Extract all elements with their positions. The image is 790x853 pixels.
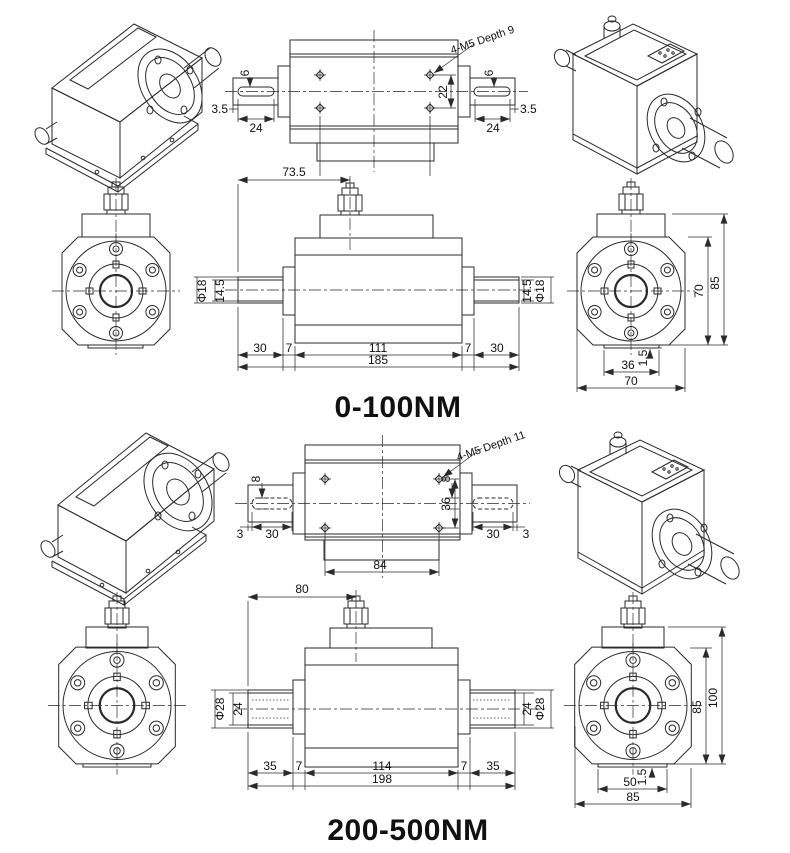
dim-u1-foot-w: 36 [621, 358, 635, 372]
dim-u1-foot-step: 1.5 [636, 349, 650, 366]
dim-u2-step-right: 7 [461, 759, 468, 773]
unit2-iso-right [556, 432, 742, 594]
note-u1-m5-holes: 4-M5 Depth 9 [449, 24, 516, 57]
dim-u2-foot-step: 1.5 [635, 768, 649, 785]
unit1-iso-right [551, 16, 736, 174]
dim-u2-shaft-len-left: 35 [263, 759, 277, 773]
dim-u1-hole-spacing-h: 73.5 [282, 165, 306, 179]
unit1-front-right: 70 85 1.5 36 70 [567, 178, 728, 392]
dim-u2-keyway-length-right: 30 [486, 527, 500, 541]
unit1-iso-left [32, 24, 224, 192]
title-unit1: 0-100NM [335, 391, 462, 424]
dim-u1-shaft-dia-right: Φ18 [533, 279, 547, 302]
dim-u1-step-left: 7 [286, 341, 293, 355]
dim-u2-shaft-dia-left: Φ28 [213, 697, 227, 720]
title-unit2: 200-500NM [327, 814, 488, 847]
dim-u1-hole-spacing-v: 22 [436, 85, 450, 99]
dim-u1-shaft-flat-right: 14.5 [520, 279, 534, 303]
dim-u2-connector-offset: 80 [295, 582, 309, 596]
unit2-side-view: 80 Φ28 24 Φ28 24 35 7 114 7 35 198 [211, 582, 554, 790]
unit2-front-right: 85 100 1.5 50 85 [564, 592, 726, 808]
dim-u2-total-len: 198 [372, 772, 392, 786]
dim-u2-total-h: 100 [706, 688, 720, 708]
dim-u1-keyway-length-right: 24 [486, 121, 500, 135]
dim-u2-shaft-dia-right: Φ28 [533, 697, 547, 720]
unit1-side-view: Φ18 14.5 Φ18 14.5 30 7 111 7 30 185 [194, 176, 554, 371]
dim-u2-total-w: 85 [626, 790, 640, 804]
dim-u2-hole-spacing-v: 36 [439, 497, 453, 511]
dim-u2-shaft-len-right: 35 [486, 759, 500, 773]
dim-u1-shaft-len-left: 30 [253, 341, 267, 355]
dim-u1-flange-h: 70 [692, 284, 706, 298]
dim-u2-shaft-flat-right: 24 [520, 702, 534, 716]
dim-u1-keyway-length-left: 24 [249, 121, 263, 135]
dim-u2-keyway-offset-right: 3 [523, 527, 530, 541]
dim-u2-shaft-flat-left: 24 [231, 702, 245, 716]
dim-u1-shaft-flat-left: 14.5 [213, 279, 227, 303]
dim-u2-body-len: 114 [372, 759, 391, 773]
dim-u1-step-right: 7 [465, 341, 472, 355]
dim-u1-keyway-offset-left: 3.5 [211, 102, 228, 116]
dim-u1-keyway-width-right: 6 [482, 69, 496, 76]
dim-u1-keyway-width-left: 6 [238, 69, 252, 76]
dim-u2-keyway-width-left: 8 [249, 475, 263, 482]
dim-u1-total-h: 85 [708, 276, 722, 290]
dim-u1-body-len: 111 [369, 341, 388, 355]
unit1-top-view: 4-M5 Depth 9 6 6 24 3.5 24 3.5 22 73.5 [211, 24, 537, 272]
unit1-front-left [52, 178, 180, 355]
dim-u2-foot-w: 50 [623, 775, 637, 789]
unit2-front-left [48, 592, 186, 775]
dim-u2-flange-h: 85 [690, 700, 704, 714]
dim-u1-total-len: 185 [368, 353, 388, 367]
unit2-top-view: 4-M5 Depth 11 8 8 3 30 30 3 36 84 [235, 429, 530, 578]
dim-u1-total-w: 70 [624, 374, 638, 388]
dim-u1-keyway-offset-right: 3.5 [520, 102, 537, 116]
dim-u1-shaft-len-right: 30 [490, 341, 504, 355]
dim-u2-hole-spacing-h: 84 [373, 558, 387, 572]
dim-u2-step-left: 7 [296, 759, 303, 773]
dim-u2-keyway-length-left: 30 [265, 527, 279, 541]
dim-u1-shaft-dia-left: Φ18 [195, 279, 209, 302]
unit2-iso-left [38, 433, 232, 605]
note-u2-m5-holes: 4-M5 Depth 11 [455, 429, 527, 464]
dim-u2-keyway-offset-left: 3 [237, 527, 244, 541]
